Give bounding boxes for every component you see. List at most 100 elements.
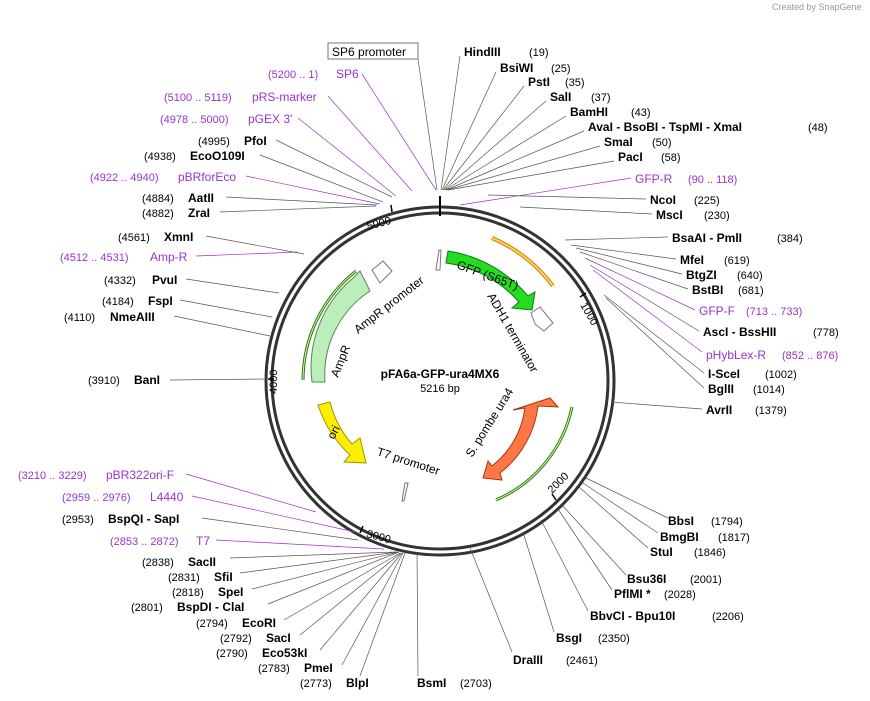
svg-text:(1379): (1379) [755,405,787,417]
enzyme-bspdi: (2801) BspDI - ClaI [131,551,400,614]
primer-prs-marker: (5100 .. 5119) pRS-marker [164,90,413,192]
svg-text:(4110): (4110) [64,312,95,324]
svg-text:(19): (19) [529,47,549,59]
enzyme-pmei: (2783) PmeI [258,552,404,675]
svg-text:PvuI: PvuI [152,273,177,287]
svg-text:HindIII: HindIII [464,45,501,59]
enzyme-mfei: MfeI (619) [570,244,750,267]
svg-text:AvrII: AvrII [706,403,732,417]
enzyme-bsmi: BsmI (2703) [416,552,492,690]
svg-text:BstBI: BstBI [692,283,723,297]
enzyme-bani: (3910) BanI [88,373,265,387]
svg-text:(640): (640) [737,270,763,282]
svg-text:MscI: MscI [656,208,683,222]
enzyme-psti: PstI (35) [442,75,585,191]
svg-text:(58): (58) [661,152,681,164]
svg-text:(1014): (1014) [753,384,785,396]
svg-text:(2838): (2838) [142,557,174,569]
svg-text:(2790): (2790) [216,648,248,660]
svg-text:(4512 .. 4531): (4512 .. 4531) [60,252,129,264]
svg-text:(4978 .. 5000): (4978 .. 5000) [160,114,229,126]
enzyme-xmni: (4561) XmnI [118,230,305,255]
svg-text:SfiI: SfiI [214,570,233,584]
svg-text:(1846): (1846) [694,547,726,559]
svg-text:(25): (25) [551,63,571,75]
svg-text:(2818): (2818) [172,587,204,599]
svg-text:BsiWI: BsiWI [500,61,533,75]
svg-text:BglII: BglII [708,382,734,396]
svg-text:SP6: SP6 [336,67,359,81]
enzyme-spei: (2818) SpeI [172,551,399,599]
enzyme-eco53ki: (2790) Eco53kI [216,552,403,660]
enzyme-ncoi: NcoI (225) [487,193,720,207]
enzyme-bspqi: (2953) BspQI - SapI [62,512,359,541]
enzyme-bmgbi: BmgBI (1817) [582,482,750,544]
tick-4000: 4000 [268,370,280,394]
svg-text:BspQI - SapI: BspQI - SapI [108,512,179,526]
svg-text:SmaI: SmaI [604,135,633,149]
svg-text:(230): (230) [704,210,730,222]
svg-text:5000: 5000 [366,215,393,233]
primer-l4440: (2959 .. 2976) L4440 [62,490,356,533]
sp6-promoter-label: SP6 promoter [327,42,438,191]
enzyme-blpi: (2773) BlpI [300,552,406,690]
svg-text:(4995): (4995) [198,136,230,148]
svg-text:PstI: PstI [528,75,550,89]
enzyme-bglii: BglII (1014) [605,297,785,396]
svg-text:BbsI: BbsI [668,514,694,528]
svg-text:SacI: SacI [266,631,291,645]
plasmid-size: 5216 bp [420,383,460,395]
svg-text:pBRforEco: pBRforEco [178,170,236,184]
svg-text:(852 .. 876): (852 .. 876) [782,350,838,362]
svg-text:(3910): (3910) [88,375,120,387]
svg-text:(2028): (2028) [664,589,696,601]
primer-pbrforeco: (4922 .. 4940) pBRforEco [90,170,381,205]
svg-text:(778): (778) [813,327,839,339]
tick-5000: 5000 [366,204,393,233]
feature-ori: ori [317,401,367,464]
enzyme-saci: (2792) SacI [220,552,402,645]
enzyme-zrai: (4882) ZraI [142,205,377,220]
svg-text:FspI: FspI [148,294,173,308]
enzyme-bsaai: BsaAI - PmlI (384) [564,231,803,245]
svg-text:(2792): (2792) [220,633,252,645]
enzyme-paci: PacI (58) [447,150,681,191]
svg-text:(2783): (2783) [258,663,290,675]
svg-text:(50): (50) [652,137,672,149]
enzyme-bbsi: BbsI (1794) [585,477,743,528]
svg-text:(35): (35) [565,77,585,89]
primer-gfp-f: GFP-F (713 .. 733) [584,257,802,318]
svg-text:AatII: AatII [188,191,214,205]
svg-text:4000: 4000 [268,370,280,394]
svg-text:(5200 .. 1): (5200 .. 1) [268,69,318,81]
svg-text:I-SceI: I-SceI [708,367,740,381]
svg-text:AscI - BssHII: AscI - BssHII [703,325,776,339]
svg-text:T7 promoter: T7 promoter [375,445,441,479]
svg-text:BbvCI - Bpu10I: BbvCI - Bpu10I [590,609,675,623]
feature-gfp-arc [491,236,555,288]
svg-text:(4938): (4938) [144,151,176,163]
enzyme-bbvci: BbvCI - Bpu10I (2206) [540,519,744,623]
enzyme-pfoi: (4995) PfoI [198,134,393,198]
enzyme-sfii: (2831) SfiI [168,551,398,584]
primer-pbr322ori-f: (3210 .. 3229) pBR322ori-F [18,468,317,513]
svg-text:T7: T7 [196,534,210,548]
svg-text:NcoI: NcoI [650,193,676,207]
svg-text:(5100 .. 5119): (5100 .. 5119) [164,92,232,104]
svg-text:pHybLex-R: pHybLex-R [706,348,766,362]
enzyme-fspi: (4184) FspI [102,294,273,318]
enzyme-ecori: (2794) EcoRI [196,552,401,630]
svg-text:(4184): (4184) [102,296,134,308]
svg-text:(1002): (1002) [765,369,797,381]
svg-text:(2001): (2001) [690,574,722,586]
svg-text:EcoO109I: EcoO109I [190,149,245,163]
plasmid-name: pFA6a-GFP-ura4MX6 [381,367,500,381]
svg-text:SpeI: SpeI [218,585,243,599]
enzyme-msci: MscI (230) [519,206,730,222]
svg-text:(225): (225) [694,195,720,207]
enzyme-bsu36i: Bsu36I (2001) [561,504,722,586]
enzyme-bamhi: BamHI (43) [444,105,651,191]
primer-sp6: (5200 .. 1) SP6 [268,67,437,191]
svg-text:(4332): (4332) [104,275,136,287]
svg-text:(2461): (2461) [566,655,598,667]
